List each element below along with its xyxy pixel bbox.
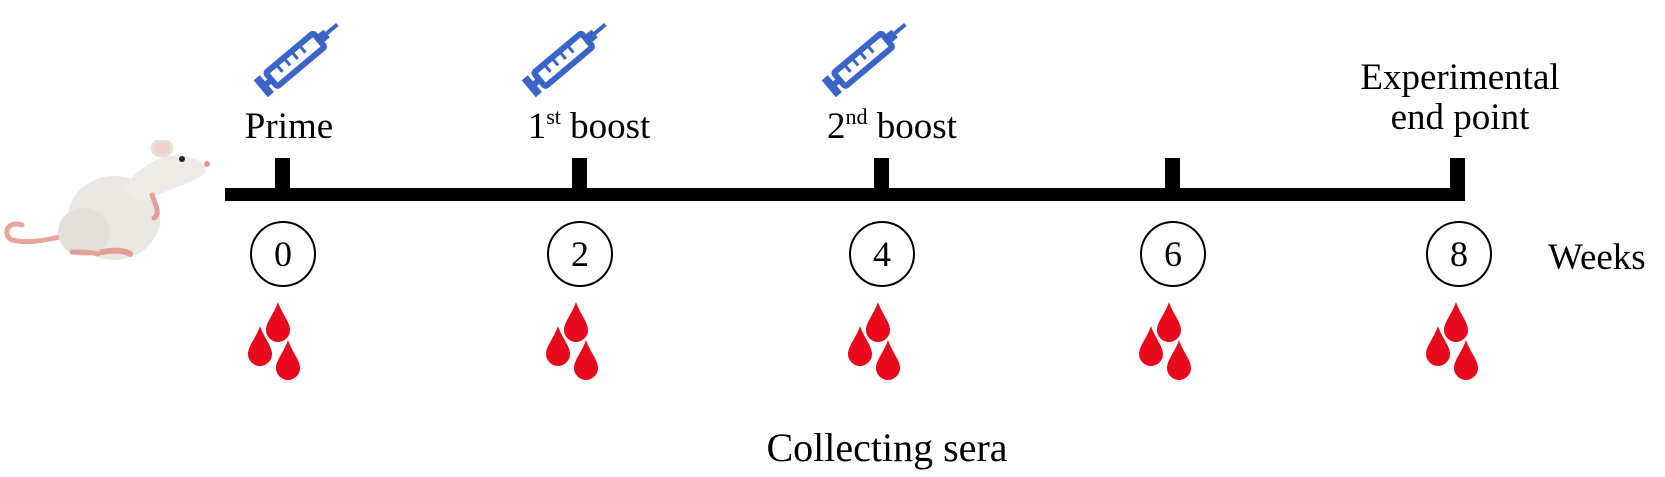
week-number: 8 (1450, 234, 1468, 274)
weeks-unit-label: Weeks (1548, 237, 1646, 278)
week-number: 0 (274, 234, 292, 274)
event-label-end-point: Experimental end point (1360, 58, 1559, 138)
event-label-text: Experimental (1360, 57, 1560, 98)
week-marker: 4 (849, 221, 915, 287)
timeline-tick (1165, 158, 1180, 200)
week-marker: 6 (1140, 221, 1206, 287)
event-label-text: Prime (244, 106, 334, 147)
timeline-axis (225, 188, 1465, 201)
event-label-text: 2 (827, 106, 846, 147)
syringe-icon (253, 22, 339, 98)
event-label-prime: Prime (245, 107, 333, 147)
week-marker: 0 (250, 221, 316, 287)
timeline-tick (1450, 158, 1465, 200)
rat-icon (4, 140, 210, 260)
syringe-icon (821, 22, 907, 98)
week-number: 4 (873, 234, 891, 274)
timeline-tick (275, 158, 290, 200)
event-label-suffix: boost (867, 106, 957, 147)
event-label-suffix: boost (560, 106, 651, 147)
event-label-superscript: nd (845, 104, 868, 129)
blood-drops-icon (848, 302, 900, 380)
blood-drops-icon (248, 302, 300, 380)
event-label-superscript: st (546, 104, 561, 129)
timeline-tick (572, 158, 587, 200)
week-marker: 2 (547, 221, 613, 287)
event-label-text-line2: end point (1390, 97, 1530, 138)
week-number: 2 (571, 234, 589, 274)
week-number: 6 (1164, 234, 1182, 274)
event-label-second-boost: 2nd boost (827, 104, 957, 147)
blood-drops-icon (1426, 302, 1478, 380)
event-label-first-boost: 1st boost (527, 104, 651, 147)
caption-collecting-sera: Collecting sera (766, 425, 1008, 470)
event-label-text: 1 (527, 106, 547, 147)
blood-drops-icon (546, 302, 598, 380)
timeline-tick (874, 158, 889, 200)
week-marker: 8 (1426, 221, 1492, 287)
syringe-icon (521, 22, 607, 98)
blood-drops-icon (1139, 302, 1191, 380)
